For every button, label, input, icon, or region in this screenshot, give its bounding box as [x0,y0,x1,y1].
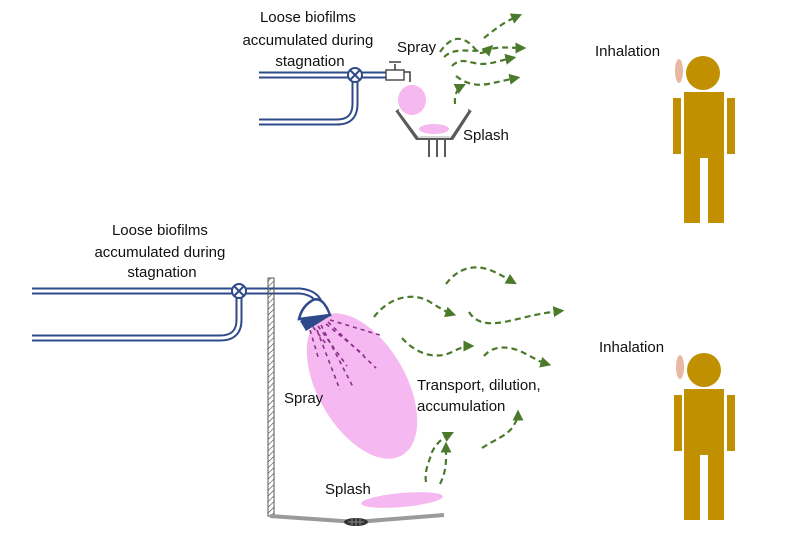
top-source-label: Loose biofilms accumulated during stagna… [242,9,377,70]
faucet-icon [385,61,411,82]
bottom-transport-label-line-1: Transport, dilution, [417,377,541,394]
top-source-label-line-2: accumulated during [242,32,373,49]
top-aerosol-arrow [451,53,517,67]
top-person-left-leg [684,158,700,223]
bottom-aerosol-arrow [373,295,457,318]
bottom-valve-icon [231,283,247,299]
spray-streaks [309,319,384,391]
sink-basin [395,108,472,157]
bottom-splash-droplets [361,492,443,508]
bottom-scene: Loose biofilms accumulated during stagna… [32,222,735,526]
top-pipe [259,71,386,126]
bottom-person-head [687,353,721,387]
bottom-person-right-arm [727,395,735,451]
bottom-aerosol-arrow [424,432,454,483]
bottom-person-right-leg [708,455,724,520]
bottom-transport-label: Transport, dilution, accumulation [417,377,545,415]
bottom-inhalation-label: Inhalation [599,339,664,356]
top-source-label-line-1: Loose biofilms [260,9,356,26]
drain-icon [344,518,368,526]
top-person-head [686,56,720,90]
bottom-spray-droplets [306,313,418,459]
bottom-aerosol-arrow [481,409,524,449]
top-aerosol-arrows [439,13,527,105]
top-aerosol-arrow [443,42,527,58]
bottom-source-label-line-1: Loose biofilms [112,222,208,239]
bottom-person-left-arm [674,395,682,451]
top-person-left-arm [673,98,681,154]
top-inhalation-label: Inhalation [595,43,660,60]
top-splash-droplets [419,124,449,134]
top-scene: Loose biofilms accumulated during stagna… [242,9,735,223]
top-source-label-line-3: stagnation [275,53,344,70]
top-aerosol-arrow [453,84,466,105]
bottom-source-label-line-2: accumulated during [94,244,225,261]
top-valve-icon [347,67,363,83]
bottom-person-ear [676,355,684,379]
bottom-aerosol-arrow [483,346,552,368]
bottom-source-label: Loose biofilms accumulated during stagna… [94,222,229,281]
bottom-aerosol-arrow [401,337,475,357]
bottom-pipe [32,287,324,342]
bottom-transport-label-line-2: accumulation [417,398,505,415]
shower-head-icon [297,298,332,331]
bottom-person-left-leg [684,455,700,520]
bottom-person-torso [684,389,724,455]
top-aerosol-arrow [483,13,523,39]
top-aerosol-arrow [455,73,521,86]
top-person-right-leg [708,158,724,223]
top-person-ear [675,59,683,83]
top-spray-label: Spray [397,39,437,56]
bottom-source-label-line-3: stagnation [127,264,196,281]
bottom-aerosol-arrows [373,266,565,485]
bottom-aerosol-arrow [445,266,517,285]
bottom-person-icon [674,353,735,520]
bottom-aerosol-arrow [468,306,565,325]
shower-wall [267,277,275,517]
top-person-torso [684,92,724,158]
bottom-aerosol-arrow [439,441,452,485]
top-spray-droplets [398,85,426,115]
top-person-icon [673,56,735,223]
bottom-spray-label: Spray [284,390,324,407]
top-person-right-arm [727,98,735,154]
bottom-splash-label: Splash [325,481,371,498]
top-splash-label: Splash [463,127,509,144]
